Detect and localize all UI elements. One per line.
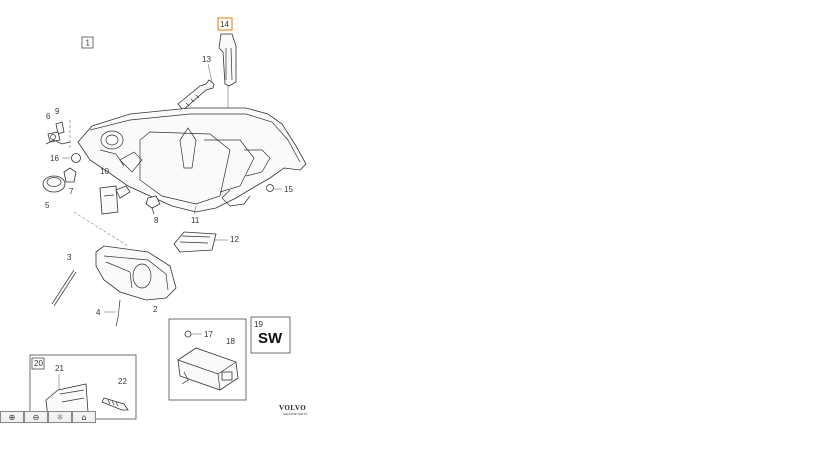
- callout-14: 14: [220, 20, 229, 29]
- callout-21: 21: [55, 364, 64, 373]
- zoom-out-button[interactable]: ⊖: [24, 411, 48, 423]
- callout-box-19: [250, 316, 291, 354]
- zoom-in-icon: ⊕: [8, 412, 16, 422]
- callout-5: 5: [45, 201, 50, 210]
- callout-4: 4: [96, 308, 101, 317]
- volvo-logo: VOLVO: [279, 404, 307, 412]
- part-9-screw: [55, 121, 65, 135]
- volvo-logo-subtext: GENUINE PARTS: [283, 412, 308, 416]
- diagram-toolbar: ⊕ ⊖ ☼ ⌂: [0, 411, 96, 423]
- callout-16: 16: [50, 154, 59, 163]
- home-button[interactable]: ⌂: [72, 411, 96, 423]
- part-7-bulb: [63, 167, 77, 183]
- zoom-in-button[interactable]: ⊕: [0, 411, 24, 423]
- callout-3: 3: [67, 253, 72, 262]
- callout-1: 1: [86, 39, 91, 48]
- callout-15: 15: [284, 185, 293, 194]
- home-icon: ⌂: [81, 412, 87, 422]
- part-2-lens-cover: [95, 245, 177, 301]
- callout-13: 13: [202, 55, 211, 64]
- callout-20: 20: [34, 359, 43, 368]
- part-15-screw: [266, 184, 274, 192]
- callout-6: 6: [46, 112, 51, 121]
- callout-10: 10: [100, 167, 109, 176]
- software-label: SW: [258, 330, 283, 347]
- callout-22: 22: [118, 377, 127, 386]
- reset-view-button[interactable]: ☼: [48, 411, 72, 423]
- part-8-bulb-holder: [145, 195, 161, 209]
- part-1-headlamp-housing: [77, 107, 307, 213]
- callout-17: 17: [204, 330, 213, 339]
- part-6-clip: [47, 131, 61, 143]
- part-5-cover-cap: [42, 175, 66, 193]
- part-14-bracket: [218, 33, 237, 87]
- callout-18: 18: [226, 337, 235, 346]
- callout-2: 2: [153, 305, 158, 314]
- callout-8: 8: [154, 216, 159, 225]
- callout-19: 19: [254, 320, 263, 329]
- part-17-nut: [184, 330, 192, 338]
- callout-11: 11: [191, 216, 200, 225]
- callout-9: 9: [55, 107, 60, 116]
- zoom-out-icon: ⊖: [32, 412, 40, 422]
- callout-12: 12: [230, 235, 239, 244]
- part-16-nut: [71, 153, 81, 163]
- callout-box-20[interactable]: [31, 357, 45, 370]
- callout-7: 7: [69, 187, 74, 196]
- part-10-igniter: [99, 185, 119, 215]
- part-3-seal-strip: [51, 269, 77, 307]
- reset-icon: ☼: [56, 412, 64, 422]
- callout-box-1[interactable]: [81, 36, 94, 49]
- callout-box-14[interactable]: [217, 17, 233, 31]
